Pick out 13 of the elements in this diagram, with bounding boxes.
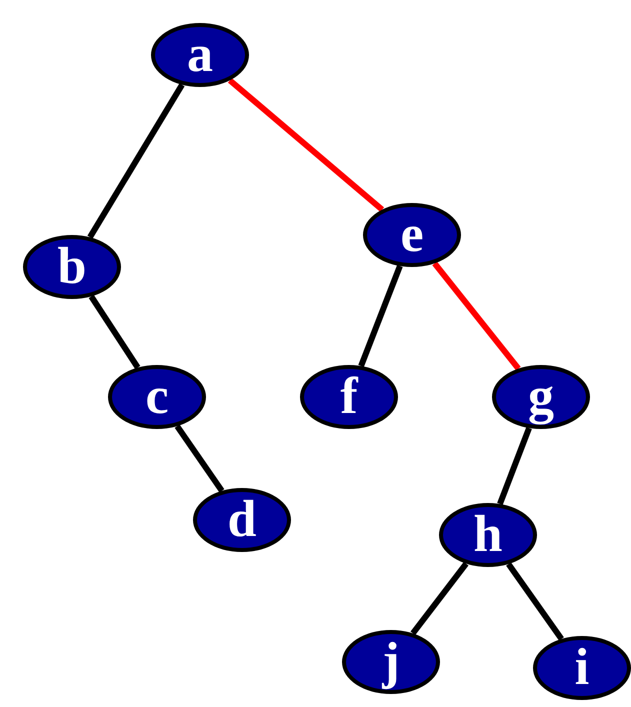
node-label: h <box>474 509 502 561</box>
node-label: a <box>187 29 213 81</box>
connector-line <box>358 264 403 368</box>
node-label: j <box>382 636 400 688</box>
connector-line <box>497 426 532 506</box>
node-label: c <box>145 371 169 423</box>
connector-line <box>228 78 384 212</box>
node-label: d <box>228 494 256 546</box>
node-label: e <box>400 209 424 261</box>
node-label: g <box>528 371 554 423</box>
node-label: i <box>574 642 590 694</box>
node-label: b <box>58 241 86 293</box>
node-label: f <box>340 371 358 423</box>
